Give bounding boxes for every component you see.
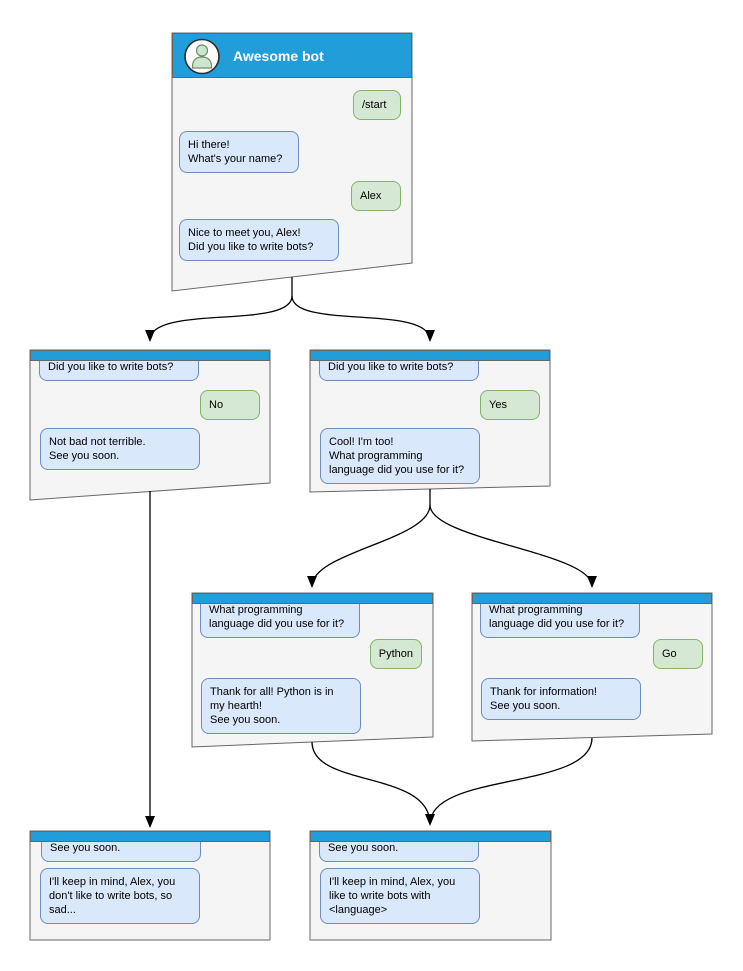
bubble-yes-answer: Yes	[480, 390, 540, 420]
branch-no-header	[30, 350, 270, 361]
bubble-yes-response: Cool! I'm too! What programming language…	[320, 428, 480, 484]
edge-branch-yes-to-go	[429, 504, 597, 588]
edge-main-to-branch-yes	[291, 295, 435, 342]
bubble-python-response: Thank for all! Python is in my hearth! S…	[201, 678, 361, 734]
bubble-main-start-command: /start	[353, 90, 401, 120]
bubble-final-yes-summary: I'll keep in mind, Alex, you like to wri…	[320, 868, 480, 924]
branch-yes-header	[310, 350, 550, 361]
edge-go-to-final-yes	[429, 737, 593, 825]
branch-go-header	[472, 593, 712, 604]
bubble-final-no-summary: I'll keep in mind, Alex, you don't like …	[40, 868, 200, 924]
bubble-go-answer: Go	[653, 639, 703, 669]
final-yes-header	[310, 831, 551, 842]
bubble-main-name-reply: Alex	[351, 181, 401, 211]
bubble-main-question: Nice to meet you, Alex! Did you like to …	[179, 219, 339, 261]
bubble-main-greeting: Hi there! What's your name?	[179, 131, 299, 173]
bot-avatar-icon	[184, 38, 220, 75]
bubble-go-response: Thank for information! See you soon.	[481, 678, 641, 720]
bubble-python-answer: Python	[369, 639, 422, 669]
branch-python-header	[192, 593, 433, 604]
bubble-no-answer: No	[200, 390, 260, 420]
final-no-header	[30, 831, 270, 842]
main-window-title: Awesome bot	[233, 48, 324, 64]
edge-python-to-final-yes	[311, 741, 435, 826]
edge-main-to-branch-no	[145, 277, 293, 342]
edge-branch-yes-to-python	[307, 489, 431, 588]
bubble-no-response: Not bad not terrible. See you soon.	[40, 428, 200, 470]
